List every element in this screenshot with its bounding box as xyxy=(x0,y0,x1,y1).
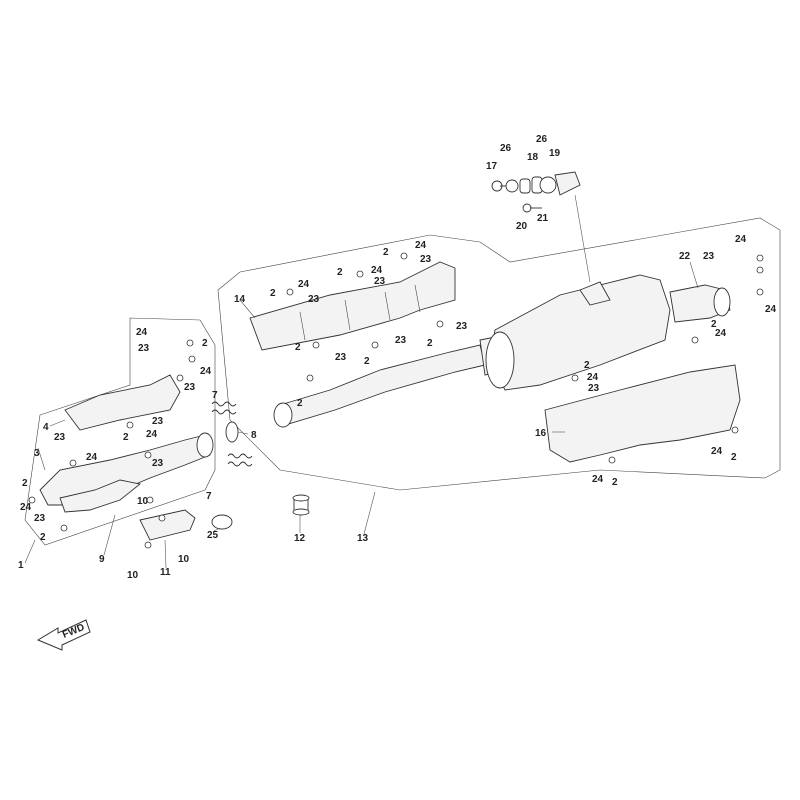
callout-17: 17 xyxy=(486,161,498,172)
callout-2: 2 xyxy=(337,267,343,278)
callout-9: 9 xyxy=(99,554,105,565)
assembly-outline-13 xyxy=(217,217,781,491)
callout-4: 4 xyxy=(43,422,49,433)
callout-23: 23 xyxy=(308,294,320,305)
callout-24: 24 xyxy=(592,474,604,485)
callout-10: 10 xyxy=(127,570,139,581)
springs-7-upper xyxy=(211,401,237,415)
callout-23: 23 xyxy=(184,382,196,393)
callout-1: 1 xyxy=(18,560,24,571)
assembly-outline-1 xyxy=(24,317,216,546)
callout-7: 7 xyxy=(206,491,212,502)
callout-24: 24 xyxy=(20,502,32,513)
callout-2: 2 xyxy=(295,342,301,353)
callout-2: 2 xyxy=(731,452,737,463)
callout-10: 10 xyxy=(137,496,149,507)
callout-24: 24 xyxy=(587,372,599,383)
callout-2: 2 xyxy=(297,398,303,409)
callout-24: 24 xyxy=(715,328,727,339)
callout-23: 23 xyxy=(152,416,164,427)
callout-2: 2 xyxy=(202,338,208,349)
callout-24: 24 xyxy=(735,234,747,245)
callout-19: 19 xyxy=(549,148,561,159)
fwd-arrow-icon: FWD xyxy=(36,619,91,651)
callout-25: 25 xyxy=(207,530,219,541)
mount-hardware-cluster xyxy=(491,171,581,213)
callout-24: 24 xyxy=(415,240,427,251)
callout-2: 2 xyxy=(711,319,717,330)
callout-23: 23 xyxy=(703,251,715,262)
callout-2: 2 xyxy=(22,478,28,489)
callout-24: 24 xyxy=(298,279,310,290)
callout-24: 24 xyxy=(136,327,148,338)
muffler xyxy=(489,274,671,391)
callout-12: 12 xyxy=(294,533,306,544)
leader-lines xyxy=(24,261,699,569)
callout-2: 2 xyxy=(270,288,276,299)
callout-26: 26 xyxy=(500,143,512,154)
callout-24: 24 xyxy=(711,446,723,457)
callout-8: 8 xyxy=(251,430,257,441)
gasket-8 xyxy=(225,421,239,443)
callout-18: 18 xyxy=(527,152,539,163)
callout-2: 2 xyxy=(584,360,590,371)
callout-23: 23 xyxy=(420,254,432,265)
callout-2: 2 xyxy=(40,532,46,543)
callout-14: 14 xyxy=(234,294,246,305)
callout-23: 23 xyxy=(456,321,468,332)
callout-20: 20 xyxy=(516,221,528,232)
lower-shield xyxy=(59,479,142,513)
callout-23: 23 xyxy=(138,343,150,354)
ring-25 xyxy=(211,514,233,530)
grommet-12 xyxy=(292,494,310,516)
heat-shield-14 xyxy=(249,261,456,351)
callout-24: 24 xyxy=(146,429,158,440)
callout-2: 2 xyxy=(364,356,370,367)
callout-24: 24 xyxy=(200,366,212,377)
callout-21: 21 xyxy=(537,213,549,224)
callout-22: 22 xyxy=(679,251,691,262)
callout-2: 2 xyxy=(612,477,618,488)
callout-13: 13 xyxy=(357,533,369,544)
callout-23: 23 xyxy=(395,335,407,346)
callout-11: 11 xyxy=(160,567,171,578)
callout-2: 2 xyxy=(383,247,389,258)
callout-23: 23 xyxy=(374,276,386,287)
bracket-11 xyxy=(139,509,196,541)
callout-2: 2 xyxy=(123,432,129,443)
muffler-heat-shield-16 xyxy=(544,364,741,463)
fasteners xyxy=(28,252,764,549)
header-heat-shield-4 xyxy=(64,374,181,431)
callout-23: 23 xyxy=(335,352,347,363)
callout-24: 24 xyxy=(765,304,777,315)
callout-26: 26 xyxy=(536,134,548,145)
callout-23: 23 xyxy=(34,513,46,524)
callout-7: 7 xyxy=(212,390,218,401)
callout-23: 23 xyxy=(54,432,66,443)
callout-3: 3 xyxy=(34,448,40,459)
callout-23: 23 xyxy=(588,383,600,394)
callout-23: 23 xyxy=(152,458,164,469)
springs-7-lower xyxy=(227,453,253,467)
mid-pipe xyxy=(279,344,486,426)
callout-labels: 1 2 2 2 2 2 2 2 2 2 2 2 2 2 2 2 3 4 7 7 … xyxy=(18,134,777,581)
callout-24: 24 xyxy=(371,265,383,276)
callout-2: 2 xyxy=(427,338,433,349)
callout-16: 16 xyxy=(535,428,547,439)
callout-10: 10 xyxy=(178,554,190,565)
callout-24: 24 xyxy=(86,452,98,463)
